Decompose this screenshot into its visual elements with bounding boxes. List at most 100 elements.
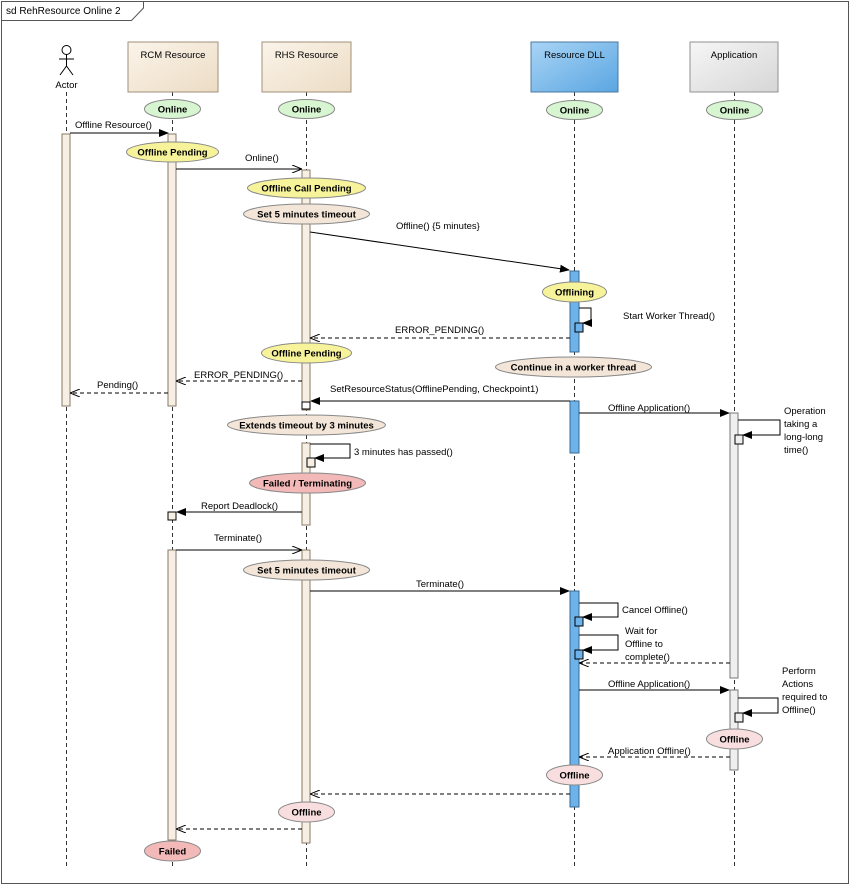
msg-error-pending-1-label: ERROR_PENDING() <box>395 325 484 336</box>
frame-tab <box>1 1 144 21</box>
svg-text:Offline: Offline <box>719 735 749 746</box>
lifeline-box-dll[interactable]: Resource DLL <box>530 41 619 93</box>
svg-text:Failed / Terminating: Failed / Terminating <box>263 479 352 490</box>
msg-wait-offline-arrow <box>579 634 619 654</box>
activation-rcm-small <box>167 511 177 521</box>
activation-rhs-small <box>301 401 311 410</box>
actor-figure-icon[interactable] <box>59 45 74 76</box>
svg-text:complete(): complete() <box>625 652 670 663</box>
svg-text:Offline: Offline <box>291 808 321 819</box>
note-wait-offline: Wait for Offline to complete() <box>625 626 670 663</box>
msg-three-min-arrow <box>310 443 351 462</box>
svg-text:Continue in a worker thread: Continue in a worker thread <box>511 363 637 374</box>
state-rcm-offline-pending[interactable]: Offline Pending <box>126 141 219 163</box>
svg-text:Offline(): Offline() <box>782 705 816 716</box>
msg-three-min-label: 3 minutes has passed() <box>354 447 453 458</box>
svg-text:Online: Online <box>560 106 590 117</box>
msg-start-worker-label: Start Worker Thread() <box>623 311 715 322</box>
state-dll-offlining[interactable]: Offlining <box>542 281 607 303</box>
frame-title: sd RehResource Online 2 <box>6 6 121 17</box>
activation-dll-self-1 <box>574 322 584 333</box>
svg-text:Online: Online <box>720 106 750 117</box>
svg-text:Offline Call Pending: Offline Call Pending <box>261 184 351 195</box>
msg-pending-label: Pending() <box>97 380 138 391</box>
svg-text:Offline Pending: Offline Pending <box>137 148 207 159</box>
state-rhs-set-timeout-2[interactable]: Set 5 minutes timeout <box>243 559 370 581</box>
msg-set-resource-status-label: SetResourceStatus(OfflinePending, Checkp… <box>330 384 538 395</box>
msg-perform-actions-arrow <box>738 697 779 717</box>
note-operation-long: Operation taking a long-long time() <box>784 406 826 456</box>
svg-text:Set 5 minutes timeout: Set 5 minutes timeout <box>257 566 357 577</box>
msg-operation-long-arrow <box>738 419 781 439</box>
lifeline-dll-label: Resource DLL <box>544 50 605 61</box>
svg-text:Operation: Operation <box>784 406 826 417</box>
state-rhs-set-timeout-1[interactable]: Set 5 minutes timeout <box>243 203 370 225</box>
state-rhs-offline-pending[interactable]: Offline Pending <box>261 342 352 364</box>
svg-text:long-long: long-long <box>784 432 823 443</box>
msg-online-label: Online() <box>245 153 279 164</box>
msg-terminate-2-label: Terminate() <box>416 579 464 590</box>
state-rhs-failed-terminating[interactable]: Failed / Terminating <box>249 472 366 494</box>
state-rhs-extends-timeout[interactable]: Extends timeout by 3 minutes <box>227 414 386 436</box>
svg-text:Failed: Failed <box>159 847 187 858</box>
svg-text:Offline: Offline <box>559 771 589 782</box>
note-perform-actions: Perform Actions required to Offline() <box>782 666 827 716</box>
svg-text:Actions: Actions <box>782 679 813 690</box>
msg-offline-5min-arrow <box>309 231 570 273</box>
activation-rhs-3 <box>301 549 311 844</box>
lifeline-box-rhs[interactable]: RHS Resource <box>261 41 352 93</box>
svg-text:required to: required to <box>782 692 827 703</box>
msg-terminate-1-label: Terminate() <box>214 533 262 544</box>
msg-cancel-offline-arrow <box>579 602 619 621</box>
state-rhs-offline[interactable]: Offline <box>278 801 335 823</box>
msg-report-deadlock-label: Report Deadlock() <box>201 501 278 512</box>
activation-dll-1 <box>569 270 580 353</box>
svg-text:Extends timeout by 3 minutes: Extends timeout by 3 minutes <box>239 421 374 432</box>
lifeline-box-rcm[interactable]: RCM Resource <box>127 41 219 93</box>
svg-text:time(): time() <box>784 445 808 456</box>
activation-rhs-1 <box>301 169 311 411</box>
msg-application-offline-label: Application Offline() <box>608 746 691 757</box>
activation-dll-3 <box>569 590 580 808</box>
state-app-offline[interactable]: Offline <box>706 728 763 750</box>
msg-start-worker-arrow <box>579 307 592 327</box>
activation-app-self-2 <box>734 712 744 723</box>
activation-bars <box>61 133 744 844</box>
activation-dll-self-3 <box>574 649 584 660</box>
activation-rcm-1 <box>167 133 177 407</box>
state-rcm-online[interactable]: Online <box>144 99 201 119</box>
state-dll-continue-worker[interactable]: Continue in a worker thread <box>495 356 652 378</box>
lifeline-rhs-label: RHS Resource <box>275 50 338 61</box>
msg-offline-application-1-label: Offline Application() <box>608 403 690 414</box>
activation-rcm-2 <box>167 549 177 841</box>
svg-text:Offline Pending: Offline Pending <box>271 349 341 360</box>
activation-rhs-self <box>306 457 316 468</box>
svg-text:Perform: Perform <box>782 666 816 677</box>
svg-text:Offline to: Offline to <box>625 639 663 650</box>
activation-app-self-1 <box>734 434 744 445</box>
state-dll-online[interactable]: Online <box>546 100 603 120</box>
state-app-online[interactable]: Online <box>706 100 763 120</box>
activation-dll-2 <box>569 400 580 454</box>
msg-offline-5min-label: Offline() {5 minutes} <box>396 221 480 232</box>
state-rhs-offline-call-pending[interactable]: Offline Call Pending <box>247 177 366 199</box>
msg-cancel-offline-label: Cancel Offline() <box>622 605 688 616</box>
state-rcm-failed[interactable]: Failed <box>144 840 201 862</box>
activation-actor <box>61 133 71 407</box>
svg-text:Online: Online <box>292 105 322 116</box>
svg-text:Offlining: Offlining <box>555 288 594 299</box>
svg-text:taking a: taking a <box>784 419 818 430</box>
activation-app-1 <box>729 412 739 679</box>
lifeline-rcm-label: RCM Resource <box>141 50 206 61</box>
msg-offline-application-2-label: Offline Application() <box>608 679 690 690</box>
svg-text:Wait for: Wait for <box>625 626 657 637</box>
svg-text:Online: Online <box>158 105 188 116</box>
state-dll-offline[interactable]: Offline <box>546 764 603 786</box>
lifeline-box-app[interactable]: Application <box>689 41 779 93</box>
svg-text:Set 5 minutes timeout: Set 5 minutes timeout <box>257 210 357 221</box>
lifeline-app-label: Application <box>711 50 757 61</box>
state-rhs-online[interactable]: Online <box>278 99 335 119</box>
